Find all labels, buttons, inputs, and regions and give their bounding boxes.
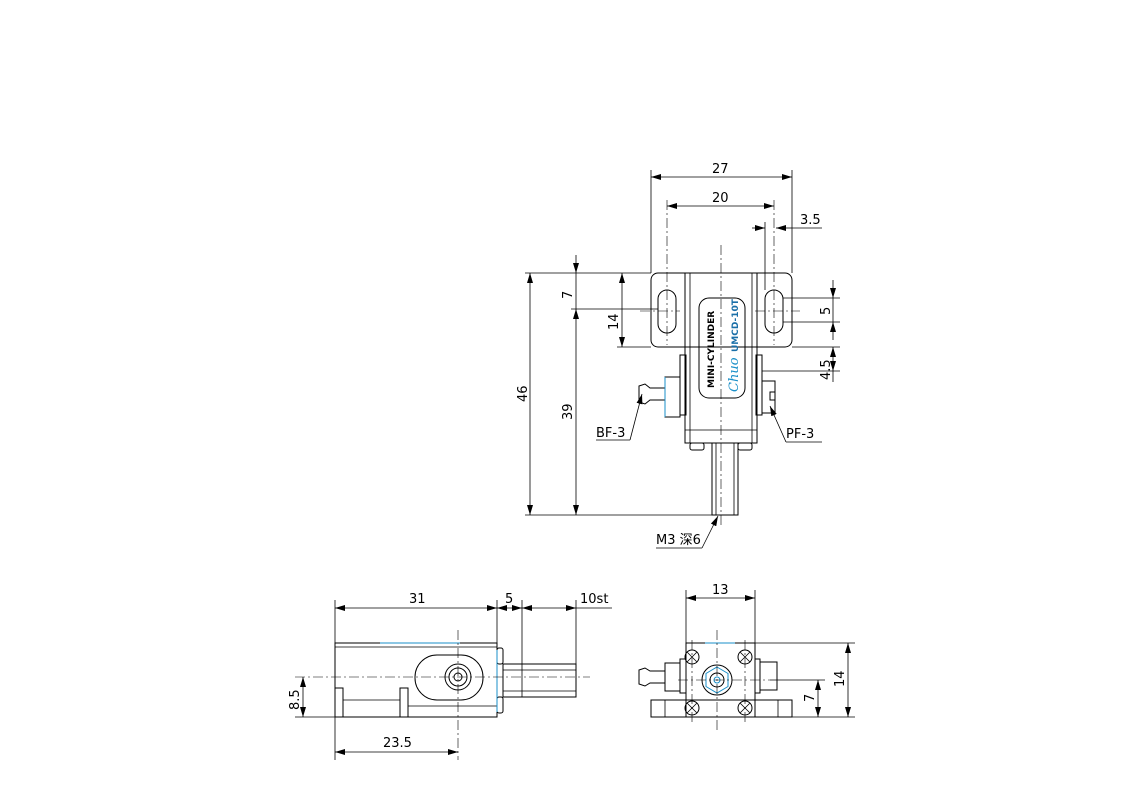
dim-14: 14 xyxy=(607,313,622,330)
dim-7-end: 7 xyxy=(803,694,818,702)
nameplate-model: UMCD-10T xyxy=(731,298,741,352)
end-view: 13 14 7 xyxy=(638,583,855,730)
label-pf-3: PF-3 xyxy=(786,427,814,442)
fitting-bf xyxy=(664,376,681,418)
nameplate xyxy=(698,297,746,399)
brand-logo: Chuo xyxy=(727,357,742,392)
dim-27: 27 xyxy=(712,162,729,177)
dim-39: 39 xyxy=(561,403,576,420)
dim-13: 13 xyxy=(712,583,729,598)
dim-14-end: 14 xyxy=(833,670,848,687)
dim-5-rod: 5 xyxy=(505,592,513,607)
piston-rod xyxy=(711,442,739,516)
dim-46: 46 xyxy=(516,385,531,402)
dim-31: 31 xyxy=(409,592,426,607)
fitting-pf xyxy=(761,380,776,414)
barb-fitting xyxy=(638,383,665,405)
side-slot xyxy=(414,654,484,701)
dim-7: 7 xyxy=(561,291,576,299)
dim-4-5: 4.5 xyxy=(819,359,834,380)
mounting-flange xyxy=(650,272,793,348)
dim-5: 5 xyxy=(819,307,834,315)
label-bf-3: BF-3 xyxy=(596,426,625,441)
top-view: MINI-CYLINDER UMCD-10T Chuo 27 20 3.5 46… xyxy=(516,162,840,549)
dim-23-5: 23.5 xyxy=(383,736,412,751)
nameplate-title: MINI-CYLINDER xyxy=(707,311,717,388)
label-m3-thread: M3 深6 xyxy=(656,533,701,548)
end-flange xyxy=(650,699,793,718)
dim-10st: 10st xyxy=(580,592,608,607)
dim-20: 20 xyxy=(712,191,729,206)
side-rod xyxy=(502,663,577,698)
side-view: 31 5 10st 8.5 23.5 xyxy=(288,592,612,760)
dim-3-5: 3.5 xyxy=(800,213,821,228)
dim-8-5: 8.5 xyxy=(288,689,303,710)
